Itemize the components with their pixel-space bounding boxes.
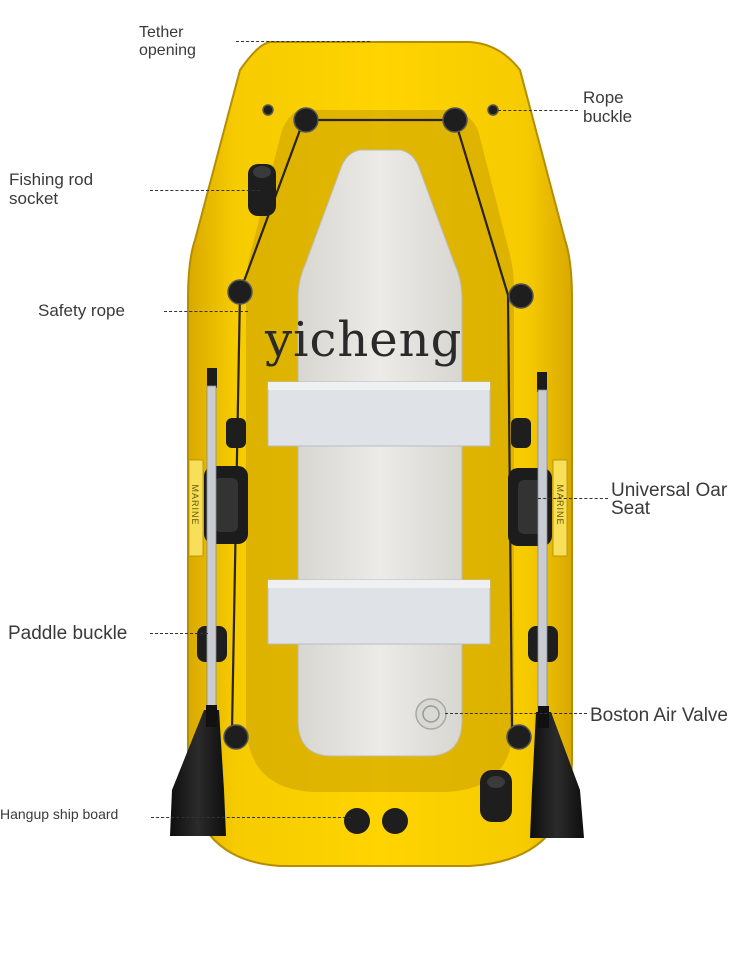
oar-left: [170, 368, 226, 836]
boat-side-text-right: MARINE: [555, 484, 565, 526]
label-hangup-ship-board: Hangup ship board: [0, 806, 119, 822]
fishing-rod-socket-rear-icon: [480, 770, 512, 822]
leader-paddle-buckle: [150, 633, 208, 634]
leader-hangup-board: [151, 817, 351, 818]
boat-side-text-left: MARINE: [190, 484, 200, 526]
label-paddle-buckle: Paddle buckle: [8, 623, 128, 644]
leader-fishing-rod: [150, 190, 260, 191]
rope-buckles: [223, 104, 534, 750]
leader-air-valve: [445, 713, 587, 714]
leader-rope-buckle: [498, 110, 578, 111]
label-safety-rope: Safety rope: [38, 301, 125, 320]
leader-safety-rope: [164, 311, 248, 312]
label-fishing-rod-socket: Fishing rod socket: [9, 170, 94, 208]
oar-right: [530, 372, 584, 838]
bench-rear: [267, 579, 491, 645]
label-tether-opening: Tether opening: [139, 24, 196, 59]
fishing-rod-socket-icon: [248, 164, 276, 216]
hangup-ship-board-mounts: [344, 808, 408, 834]
boston-air-valve-icon: [415, 698, 447, 730]
leader-tether: [236, 41, 370, 42]
label-rope-buckle: Rope buckle: [583, 88, 633, 126]
bench-front: [267, 381, 491, 447]
label-universal-oar-seat: Universal Oar Seat: [611, 480, 728, 520]
label-boston-air-valve: Boston Air Valve: [590, 705, 729, 726]
boat-floor: [297, 149, 463, 757]
watermark-text: yicheng: [265, 312, 463, 368]
leader-oar-seat: [538, 498, 608, 499]
